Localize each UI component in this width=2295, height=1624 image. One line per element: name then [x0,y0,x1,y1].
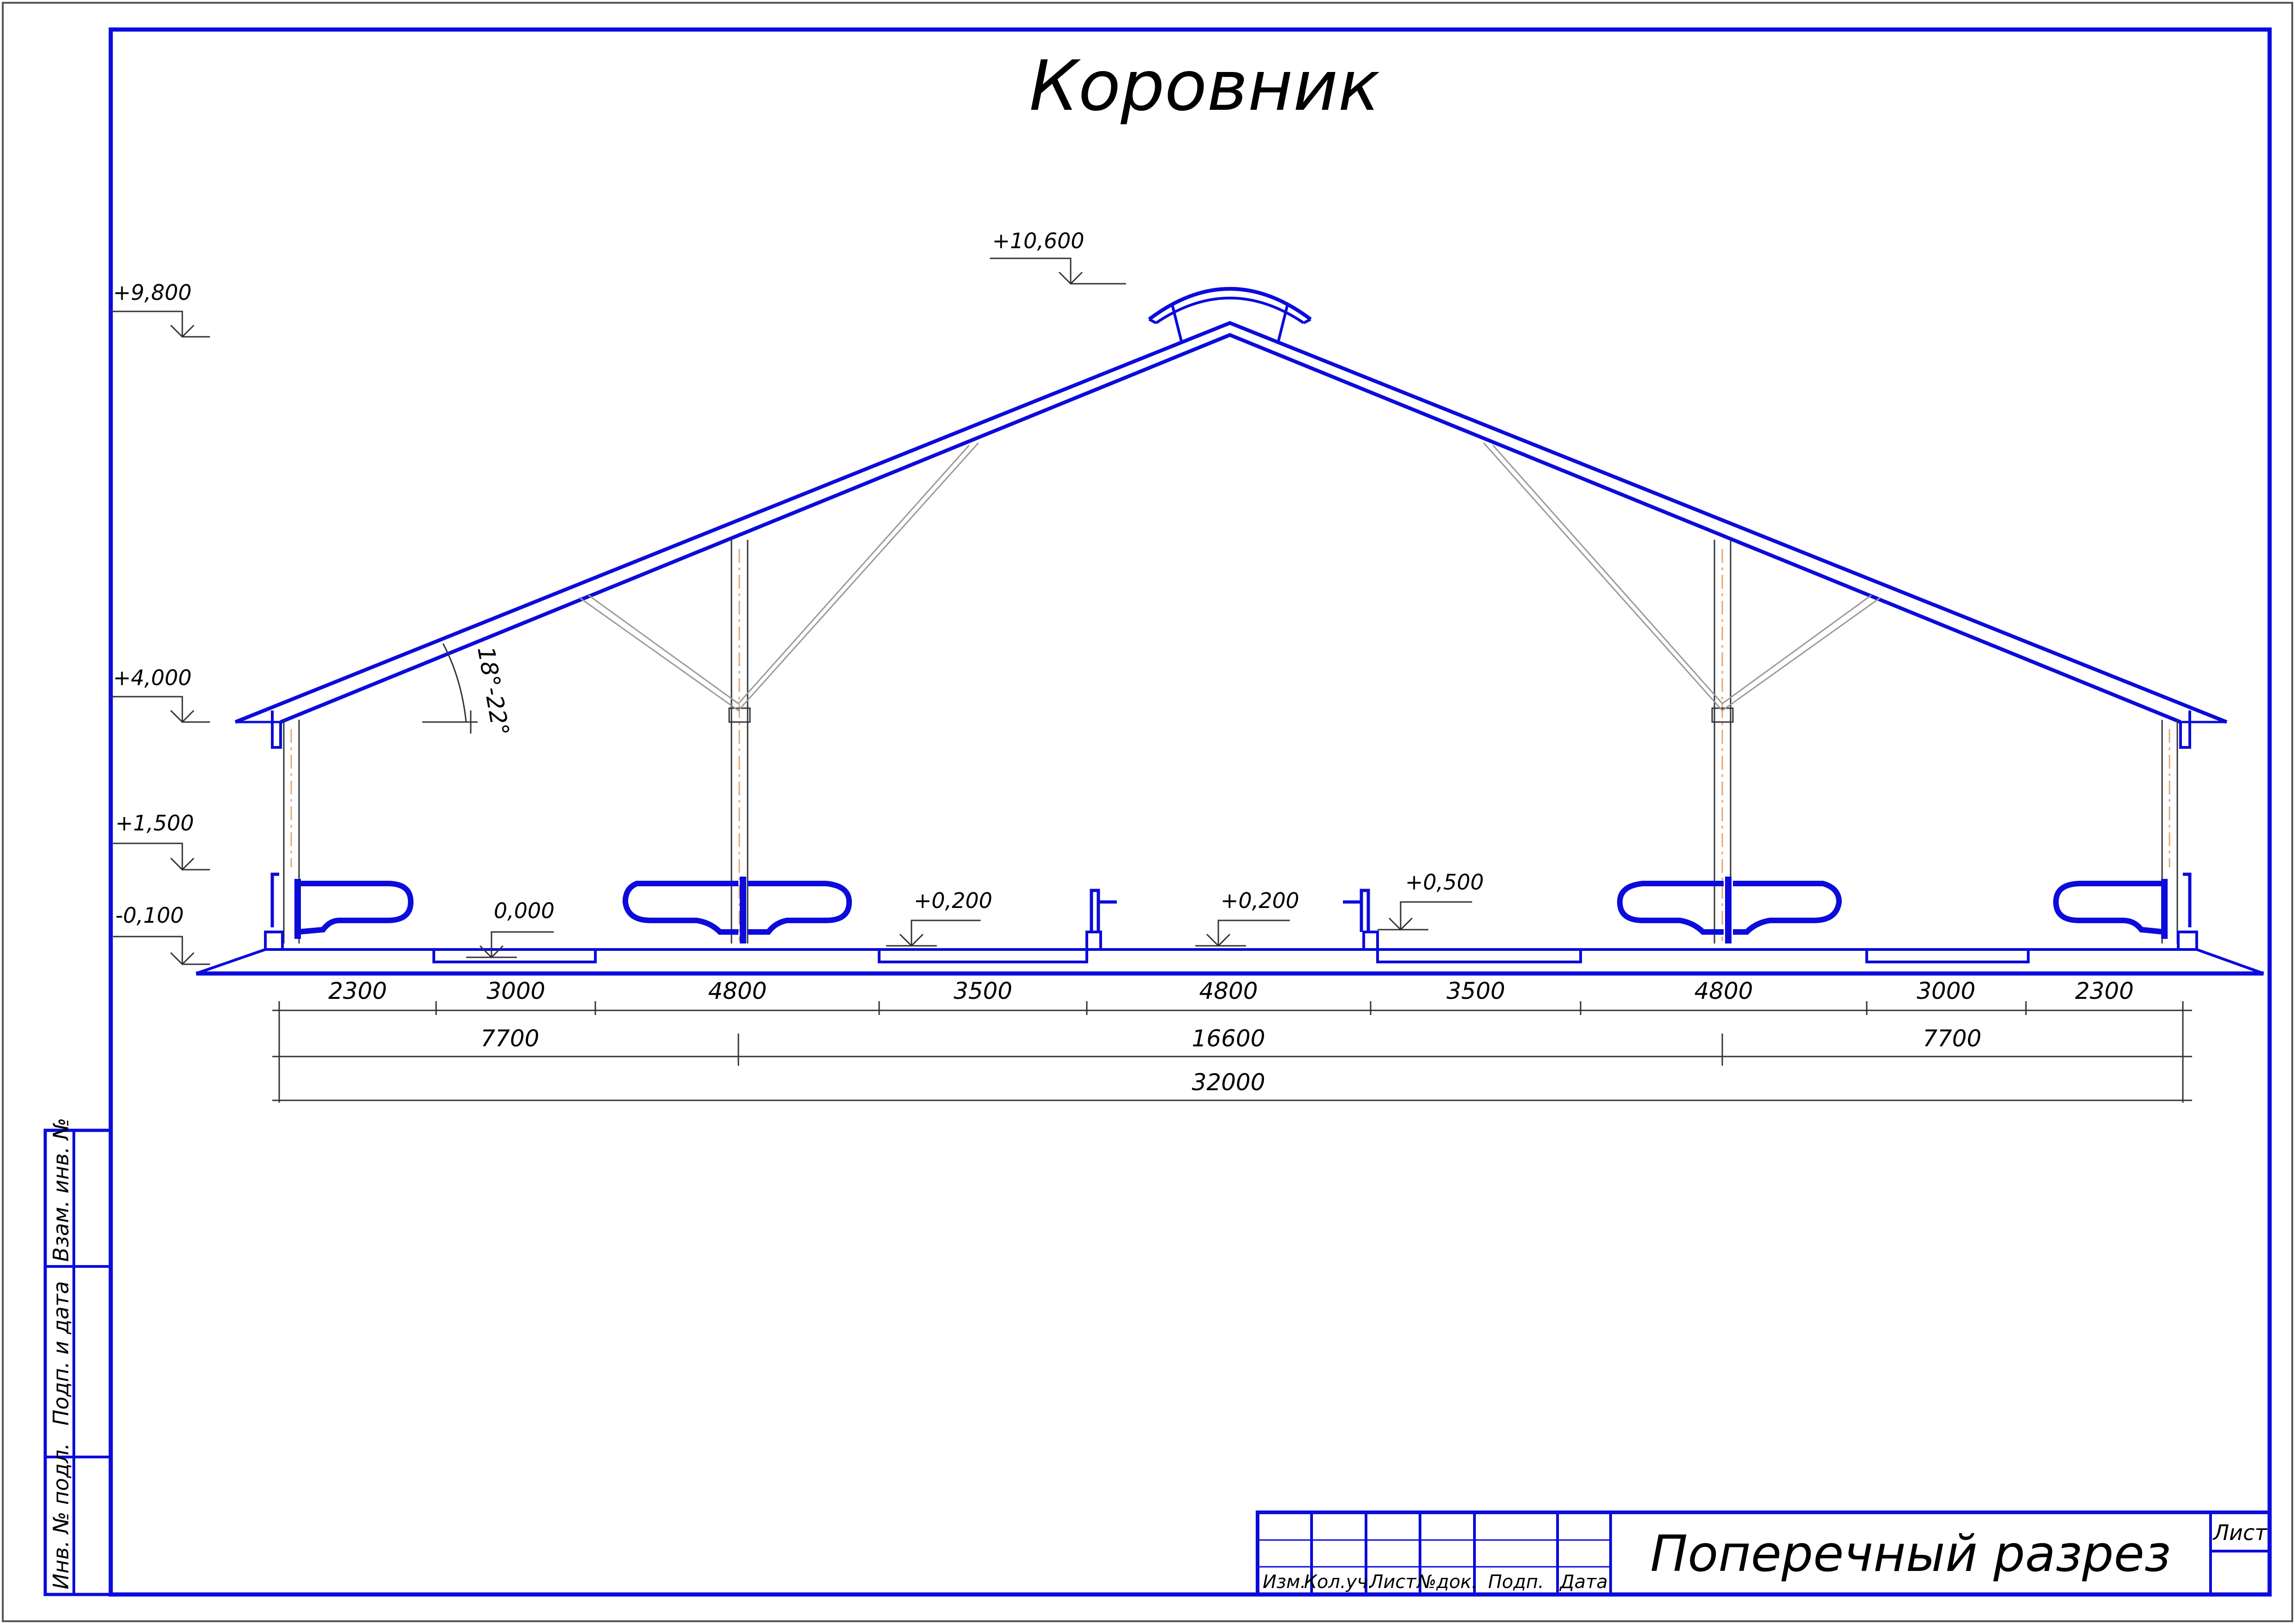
side-stamp-label-3: Инв. № подл. [48,1443,73,1589]
dim-row1-9: 2300 [2075,978,2133,1004]
dim-row1-5: 4800 [1199,978,1258,1004]
title-block: Изм. Кол.уч. Лист №док. Подп. Дата Попер… [1256,1511,2271,1596]
dimension-chain-2: 7700 16600 7700 [272,1025,2192,1057]
dim-row1-7: 4800 [1694,978,1753,1004]
cross-section: 18°-22° [196,287,2265,976]
tb-header-podp: Подп. [1488,1571,1544,1593]
elevation-top: +9,800 [111,280,210,338]
roof-struts [579,442,1881,712]
elevation-eaves-label: +4,000 [113,665,192,690]
ridge-vent [1148,287,1312,342]
elevation-zero-label: 0,000 [494,898,555,923]
elevation-step-right-label: +0,500 [1405,870,1484,895]
side-stamp-label-2: Подп. и дата [48,1281,73,1426]
elevation-step-center-label: +0,200 [1221,888,1299,913]
dim-total: 32000 [1192,1069,1265,1096]
roof-angle-label: 18°-22° [472,645,514,738]
elevation-step-center: +0,200 [1195,888,1299,947]
side-stamp-label-1: Взам. инв. № [48,1118,73,1262]
elevation-ridge-label: +10,600 [992,228,1085,253]
elevation-eaves: +4,000 [111,665,210,723]
dim-row1-1: 2300 [328,978,387,1004]
dim-row1-8: 3000 [1917,978,1975,1004]
side-stamp: Взам. инв. № Подп. и дата Инв. № подл. [43,1118,113,1596]
sheet-number-label: Лист [2212,1520,2268,1545]
elevation-step-right: +0,500 [1378,870,1484,931]
roof-upper-line [234,321,2228,724]
tb-header-izm: Изм. [1263,1571,1306,1593]
drawing-frame [108,27,2272,1597]
tb-header-ndok: №док. [1416,1571,1478,1593]
dim-row2-3: 7700 [1923,1025,1981,1052]
floor-profile [196,872,2265,976]
roof-lower-line [280,333,2181,724]
dim-row1-3: 4800 [708,978,767,1004]
tb-header-koluch: Кол.уч. [1304,1571,1373,1593]
stall-dividers [294,877,2168,943]
dim-row2-2: 16600 [1192,1025,1265,1052]
sheet-title: Поперечный разрез [1650,1525,2171,1583]
elevation-top-label: +9,800 [113,280,192,305]
column-left [728,540,751,943]
elevation-ground: -0,100 [113,903,210,966]
elevation-step-left: +0,200 [886,888,992,947]
elevation-step-left-label: +0,200 [914,888,992,913]
dim-row1-2: 3000 [486,978,545,1004]
elevation-rail-label: +1,500 [115,811,194,836]
dim-row1-4: 3500 [953,978,1012,1004]
elevation-ground-label: -0,100 [115,903,184,928]
tb-header-list: Лист [1368,1571,1417,1593]
tb-header-data: Дата [1559,1571,1608,1593]
dim-row2-1: 7700 [480,1025,539,1052]
elevation-zero: 0,000 [466,898,555,959]
dimension-chain-1: 2300 3000 4800 3500 4800 3500 4800 3000 … [272,978,2192,1103]
column-right [1711,540,1734,943]
dim-row1-6: 3500 [1446,978,1505,1004]
dimension-total: 32000 [272,1069,2192,1101]
drawing-title: Коровник [1029,46,1380,126]
elevation-ridge: +10,600 [990,228,1126,285]
elevation-rail: +1,500 [113,811,210,871]
